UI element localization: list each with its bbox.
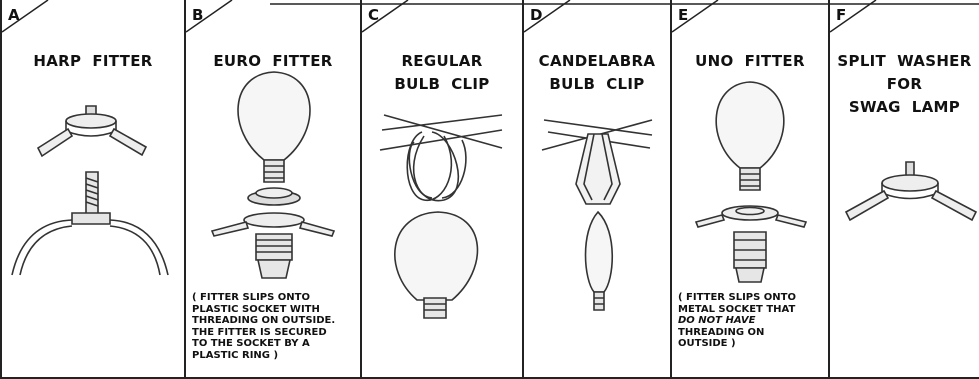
fitter-chart: A HARP FITTER B [0,0,979,379]
frame-border [0,0,979,379]
